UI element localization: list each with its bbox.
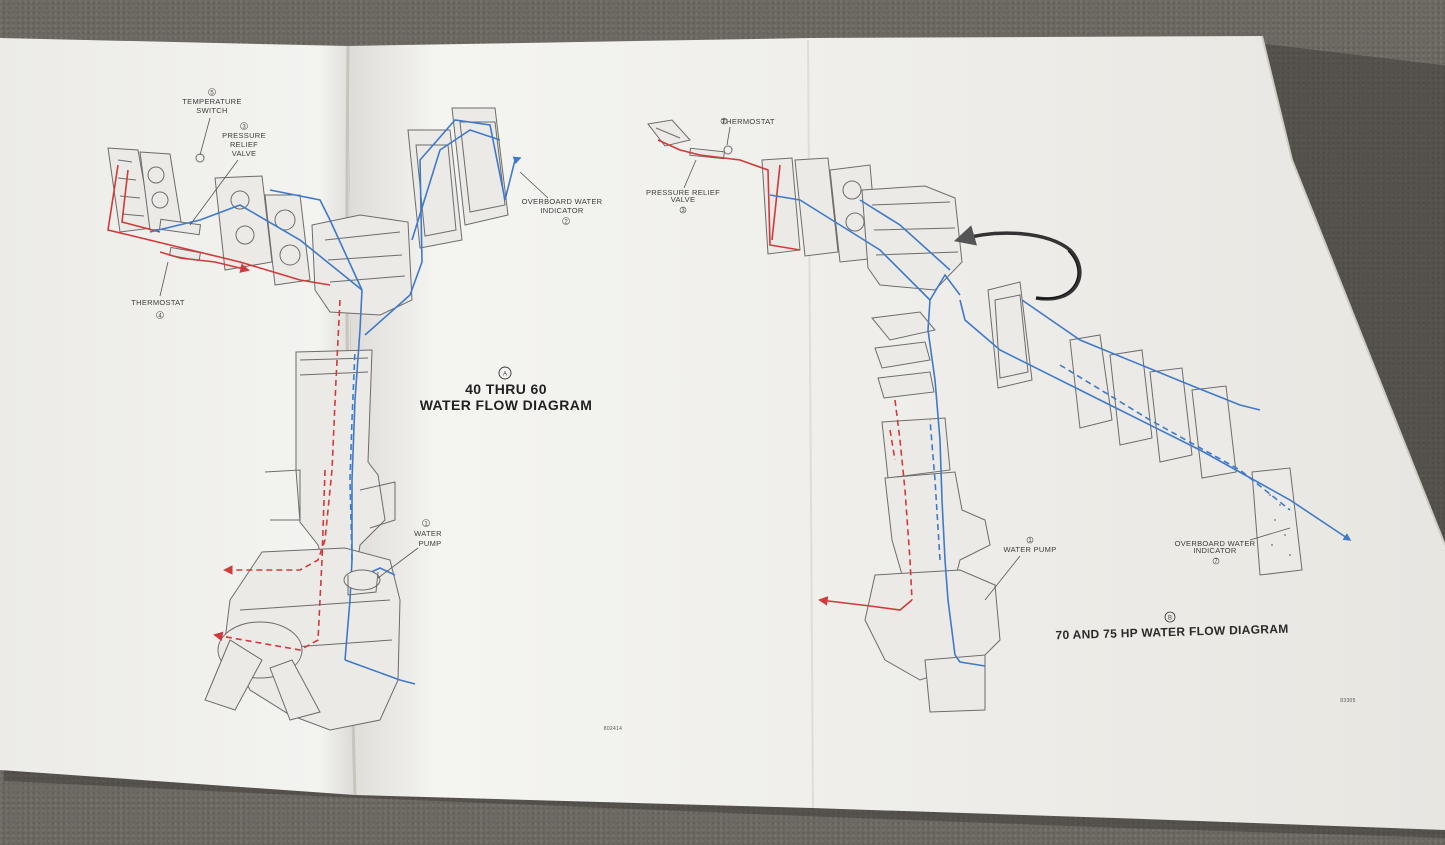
right-thermostat-assembly <box>647 119 733 160</box>
callout-num: 7 <box>1214 559 1218 565</box>
right-water-flow-diagram: THERMOSTAT 2 PRESSURE RELIEF VALVE 3 1 W… <box>646 117 1355 713</box>
callout-num: 4 <box>158 314 162 320</box>
right-callout-thermostat: THERMOSTAT 2 <box>720 117 775 146</box>
callout-line: OVERBOARD WATER <box>522 197 603 206</box>
left-diagram-title: A 40 THRU 60 WATER FLOW DIAGRAM <box>420 366 593 413</box>
left-callout-water-pump: 1 WATER PUMP <box>377 519 442 579</box>
callout-line: THERMOSTAT <box>721 117 775 126</box>
callout-num: 1 <box>1028 538 1032 544</box>
callout-line: RELIEF <box>230 140 258 149</box>
left-callout-overboard-water-indicator: OVERBOARD WATER INDICATOR 2 <box>519 171 603 226</box>
left-figure-code: 802414 <box>604 726 623 732</box>
left-cold-water-path <box>149 119 522 685</box>
left-water-flow-diagram: 5 TEMPERATURE SWITCH 3 PRESSURE RELIEF V… <box>107 88 623 732</box>
right-midsection-drawing <box>864 311 1001 713</box>
right-callout-pressure-relief-valve: PRESSURE RELIEF VALVE 3 <box>646 159 720 214</box>
title-text: 70 AND 75 HP WATER FLOW DIAGRAM <box>1055 622 1288 643</box>
right-assembly-rotation-arrow <box>953 225 1082 301</box>
callout-line: PUMP <box>419 539 442 548</box>
left-powerhead-drawing <box>107 107 509 316</box>
callout-num: 3 <box>681 208 685 214</box>
callout-line: OVERBOARD WATER <box>1175 539 1256 548</box>
callout-line: PRESSURE RELIEF <box>646 188 720 197</box>
left-callout-temperature-switch: 5 TEMPERATURE SWITCH <box>182 88 241 156</box>
callout-num: 2 <box>564 220 568 226</box>
right-powerhead-drawing <box>761 157 1033 389</box>
right-figure-code: 83305 <box>1340 698 1355 704</box>
callout-line: TEMPERATURE <box>182 97 241 106</box>
left-midsection-drawing <box>204 349 401 731</box>
title-line-1: 40 THRU 60 <box>465 381 547 397</box>
right-callout-water-pump: 1 WATER PUMP <box>984 536 1057 601</box>
callout-line: INDICATOR <box>540 206 584 215</box>
right-callout-overboard-water-indicator: OVERBOARD WATER INDICATOR 7 <box>1175 527 1291 565</box>
callout-line: SWITCH <box>196 106 227 115</box>
title-badge: A <box>503 372 507 378</box>
callout-line: PRESSURE <box>222 131 266 140</box>
right-hot-water-path <box>657 139 913 611</box>
right-cold-water-path <box>769 194 1352 667</box>
right-diagram-title: B 70 AND 75 HP WATER FLOW DIAGRAM <box>1055 611 1289 643</box>
left-hot-water-path <box>107 164 341 651</box>
title-line-2: WATER FLOW DIAGRAM <box>420 397 593 413</box>
callout-line: VALVE <box>671 195 696 204</box>
callout-num: 5 <box>210 91 214 97</box>
callout-line: WATER PUMP <box>1004 545 1057 554</box>
callout-line: VALVE <box>232 149 257 158</box>
callout-num: 3 <box>242 125 246 131</box>
left-water-pump-drawing <box>343 569 381 596</box>
callout-line: THERMOSTAT <box>131 298 185 307</box>
left-callout-pressure-relief-valve: 3 PRESSURE RELIEF VALVE <box>189 122 266 226</box>
right-cover-plates <box>1069 334 1303 576</box>
callout-num: 2 <box>722 119 726 125</box>
callout-line: WATER <box>414 529 442 538</box>
callout-num: 1 <box>424 522 428 528</box>
callout-line: INDICATOR <box>1193 546 1237 555</box>
title-badge: B <box>1168 615 1172 621</box>
left-callout-thermostat: THERMOSTAT 4 <box>131 261 185 320</box>
